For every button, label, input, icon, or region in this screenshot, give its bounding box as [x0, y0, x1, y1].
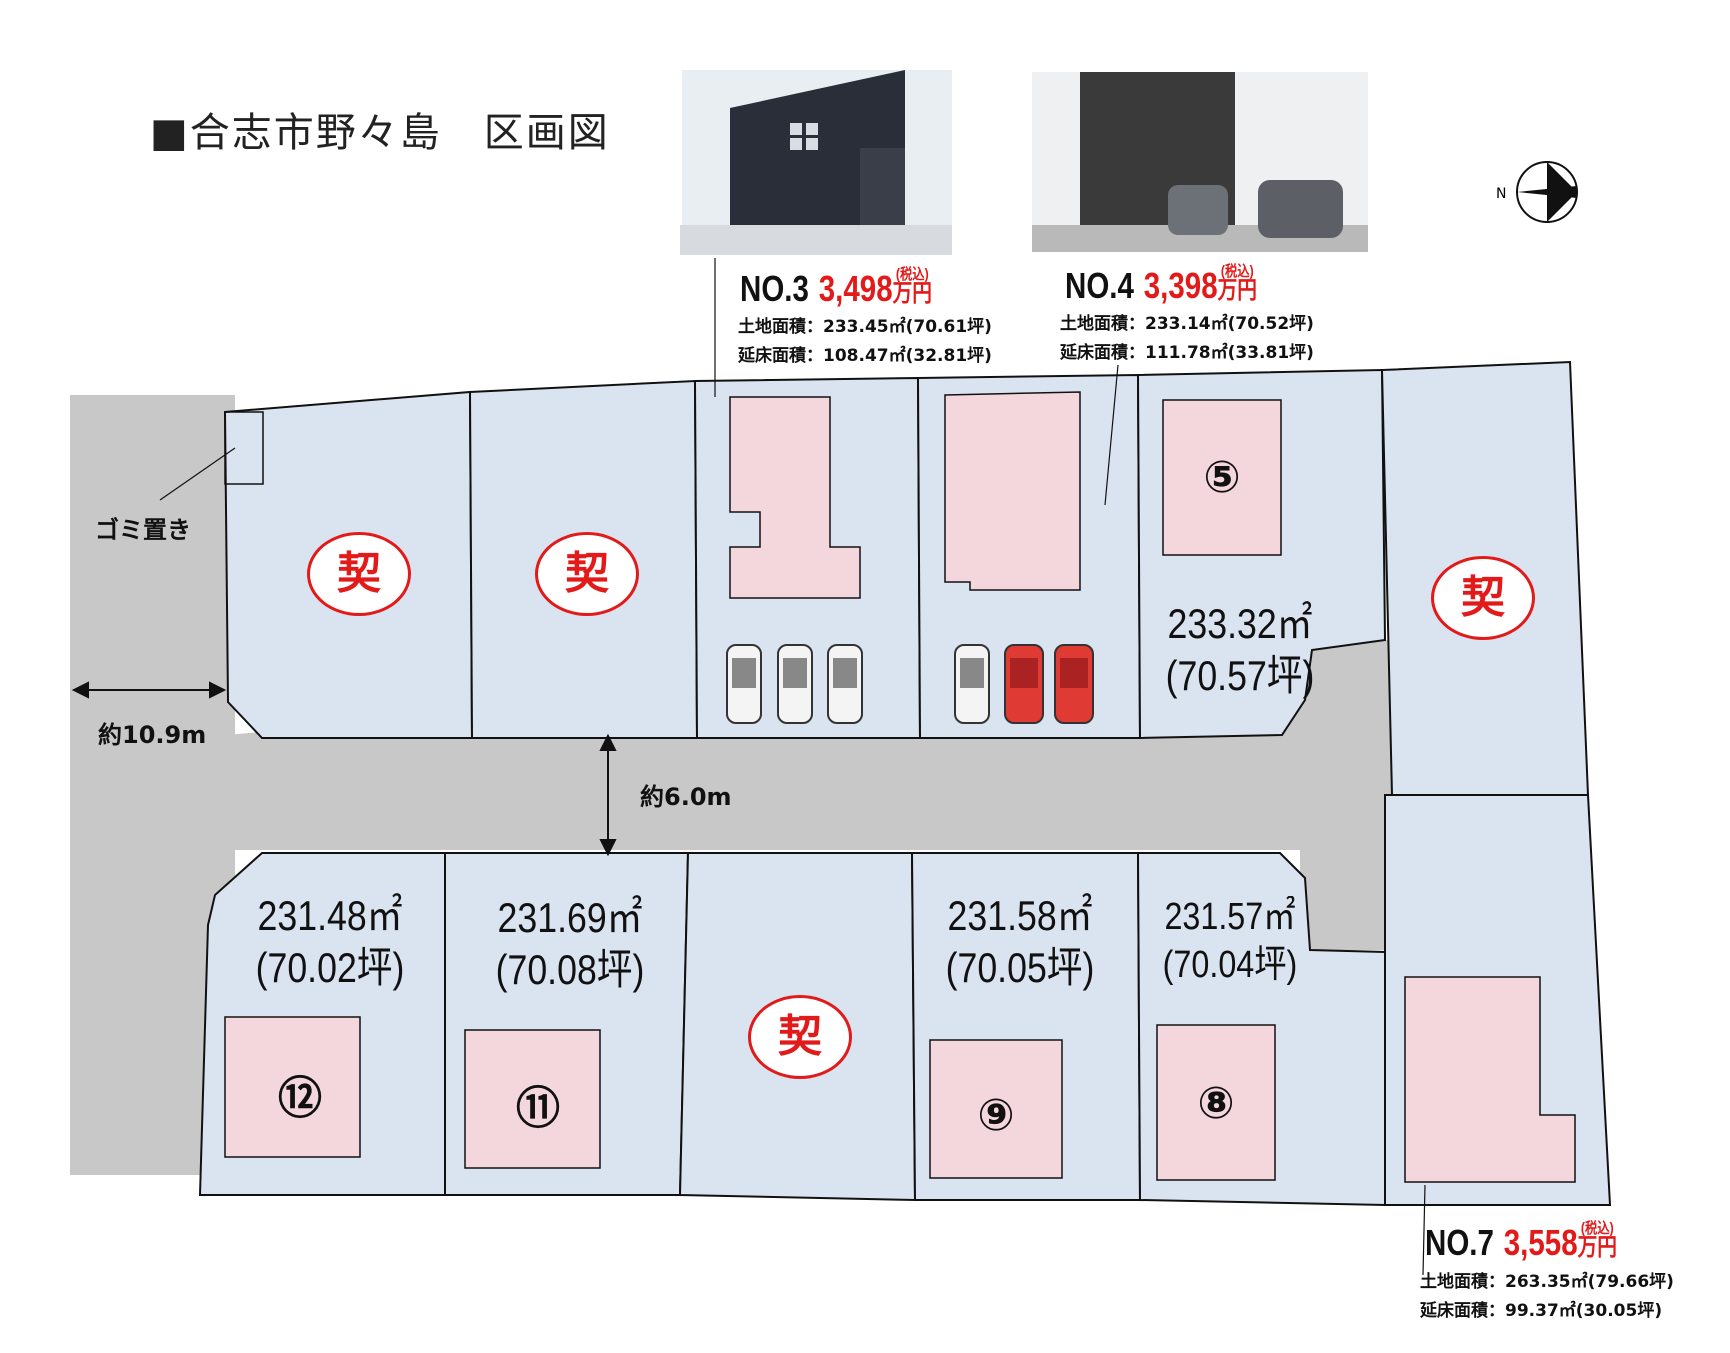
page-title: ■合志市野々島 区画図	[150, 110, 610, 156]
lot-8-area-tsubo: (70.04坪)	[1162, 944, 1298, 986]
listing-no3-number: NO.3	[740, 268, 809, 309]
dimension-arrows	[71, 681, 617, 857]
listing-no4-specs: 土地面積：233.14㎡(70.52坪) 延床面積：111.78㎡(33.81坪…	[1060, 310, 1314, 368]
house-11	[464, 1029, 601, 1169]
listing-no7-land-area: 土地面積：263.35㎡(79.66坪)	[1420, 1272, 1674, 1292]
car-icon	[954, 644, 990, 724]
garbage-label: ゴミ置き	[95, 516, 191, 544]
lot-12-area: 231.48㎡ (70.02坪)	[241, 890, 420, 994]
lot-5-area: 233.32㎡ (70.57坪)	[1159, 598, 1321, 702]
sold-stamp-lot-2: 契	[535, 532, 639, 616]
house-5	[1162, 399, 1282, 556]
listing-no4-number: NO.4	[1065, 265, 1134, 306]
bottom-lots	[198, 794, 1612, 1207]
listing-no3-land-area: 土地面積：233.45㎡(70.61坪)	[738, 317, 992, 337]
listing-no7-number: NO.7	[1425, 1222, 1494, 1263]
north-arrow-icon: N	[1496, 161, 1578, 223]
leader-lines	[159, 258, 1426, 1276]
houses	[224, 391, 1576, 1183]
lot-9-number: ⑨	[977, 1090, 1015, 1141]
sold-stamp-lot-6: 契	[1431, 556, 1535, 640]
house-7	[1404, 976, 1576, 1183]
garbage-area	[224, 411, 264, 485]
svg-text:N: N	[1496, 186, 1506, 202]
lot-9-area: 231.58㎡ (70.05坪)	[931, 890, 1110, 994]
house-9	[929, 1039, 1063, 1179]
listing-no7-unit: 万円	[1577, 1234, 1617, 1261]
lot-11-area: 231.69㎡ (70.08坪)	[481, 892, 660, 996]
parked-cars	[726, 644, 1094, 724]
lot-9-area-tsubo: (70.05坪)	[945, 944, 1095, 991]
lot-12-number: ⑫	[278, 1073, 322, 1124]
listing-no7-price: 3,558	[1503, 1222, 1578, 1263]
listing-no3-tax: (税込)	[895, 266, 929, 283]
listing-no4-unit: 万円	[1217, 277, 1257, 304]
car-icon	[1054, 644, 1094, 724]
lot-5-area-tsubo: (70.57坪)	[1165, 652, 1315, 699]
listing-no4-tax: (税込)	[1220, 263, 1254, 280]
main-road-center	[225, 735, 1395, 850]
listing-no4-floor-area: 延床面積：111.78㎡(33.81坪)	[1060, 343, 1314, 363]
listing-no3-floor-area: 延床面積：108.47㎡(32.81坪)	[738, 346, 992, 366]
lot-5-area-sqm: 233.32㎡	[1167, 600, 1313, 647]
lot-9-area-sqm: 231.58㎡	[947, 892, 1093, 939]
listing-no7-tax: (税込)	[1580, 1220, 1614, 1237]
car-icon	[1004, 644, 1044, 724]
sold-stamp-lot-1: 契	[307, 532, 411, 616]
side-road	[1300, 640, 1390, 950]
house-photo-no4	[1032, 72, 1368, 252]
listing-no4-price: 3,398	[1143, 265, 1218, 306]
house-8	[1156, 1024, 1276, 1181]
lot-12-area-tsubo: (70.02坪)	[255, 944, 405, 991]
lot-11-area-tsubo: (70.08坪)	[495, 946, 645, 993]
sold-stamp-lot-10: 契	[748, 995, 852, 1079]
lot-12-area-sqm: 231.48㎡	[257, 892, 403, 939]
lot-8-area-sqm: 231.57㎡	[1164, 896, 1296, 938]
listing-no3-specs: 土地面積：233.45㎡(70.61坪) 延床面積：108.47㎡(32.81坪…	[738, 313, 992, 371]
lot-5-number: ⑤	[1203, 452, 1241, 503]
main-road-width: 約6.0m	[640, 783, 732, 811]
left-road-width: 約10.9m	[98, 721, 207, 749]
car-icon	[726, 644, 762, 724]
house-3	[729, 396, 861, 599]
listing-no7-specs: 土地面積：263.35㎡(79.66坪) 延床面積：99.37㎡(30.05坪)	[1420, 1268, 1674, 1326]
lot-11-area-sqm: 231.69㎡	[497, 894, 643, 941]
house-photo-no3	[680, 70, 952, 255]
car-icon	[777, 644, 813, 724]
listing-no4-land-area: 土地面積：233.14㎡(70.52坪)	[1060, 314, 1314, 334]
listing-no3-price: 3,498	[818, 268, 893, 309]
listing-no7-floor-area: 延床面積：99.37㎡(30.05坪)	[1420, 1301, 1663, 1321]
lot-11-number: ⑪	[516, 1083, 560, 1134]
car-icon	[827, 644, 863, 724]
house-12	[224, 1016, 361, 1158]
lot-8-number: ⑧	[1197, 1078, 1235, 1129]
house-4	[944, 391, 1081, 591]
lot-8-area: 231.57㎡ (70.04坪)	[1154, 893, 1307, 989]
listing-no3-unit: 万円	[892, 280, 932, 307]
